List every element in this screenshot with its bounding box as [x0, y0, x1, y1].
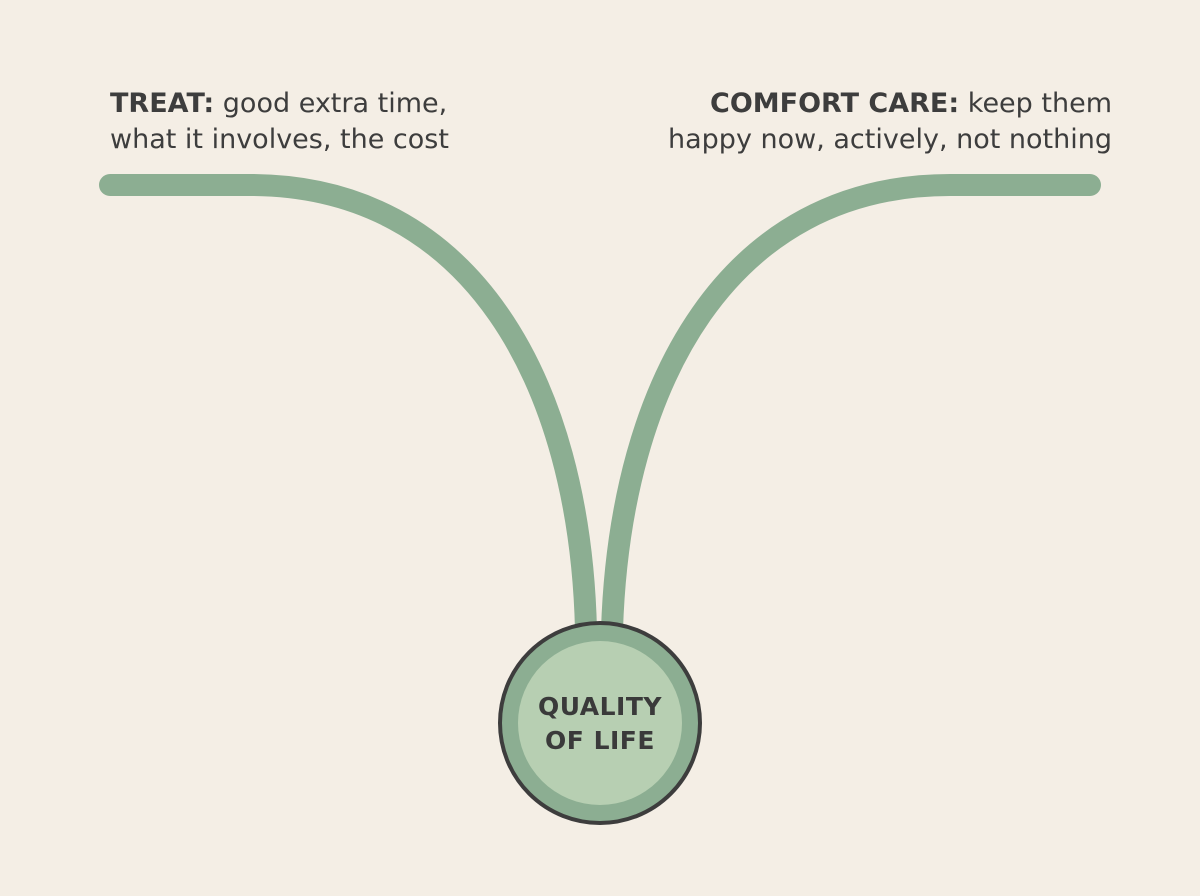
comfort-care-label-line1: COMFORT CARE: keep them [668, 86, 1112, 122]
treat-label-line2: what it involves, the cost [110, 124, 449, 155]
comfort-care-heading: COMFORT CARE: [710, 88, 960, 119]
quality-of-life-node [498, 621, 702, 825]
node-inner-circle [518, 641, 682, 805]
center-label-line2: OF LIFE [545, 726, 655, 755]
treat-label: TREAT: good extra time, what it involves… [110, 86, 449, 158]
comfort-care-label-line2: happy now, actively, not nothing [668, 124, 1112, 155]
comfort-care-label: COMFORT CARE: keep them happy now, activ… [668, 86, 1112, 158]
treat-branch [99, 174, 597, 641]
quality-of-life-label: QUALITY OF LIFE [500, 690, 700, 758]
center-label-line1: QUALITY [537, 692, 663, 721]
treat-line1-text: good extra time, [222, 88, 448, 119]
treat-heading: TREAT: [110, 88, 215, 119]
treat-label-line1: TREAT: good extra time, [110, 86, 449, 122]
comfort-care-branch [601, 174, 1101, 641]
comfort-care-line1-text: keep them [967, 88, 1112, 119]
